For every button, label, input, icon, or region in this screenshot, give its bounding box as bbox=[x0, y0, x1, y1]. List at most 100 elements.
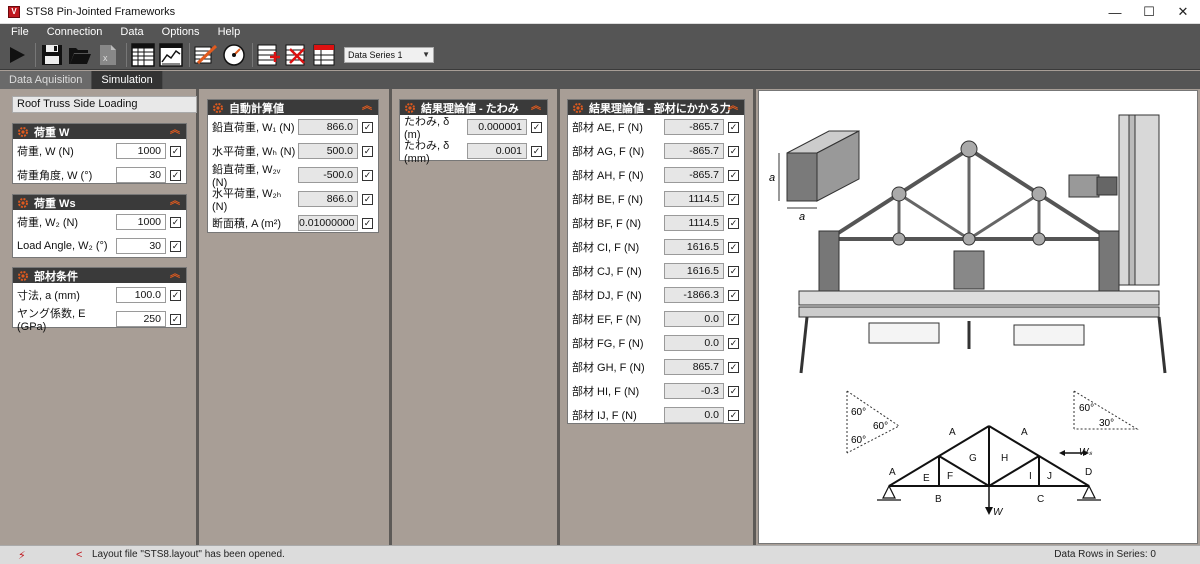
param-checkbox[interactable]: ✓ bbox=[362, 169, 373, 181]
load-ws-input[interactable]: 1000 bbox=[116, 214, 166, 230]
result-value: 866.0 bbox=[298, 191, 358, 207]
app-logo-icon: V bbox=[8, 5, 20, 18]
param-label: 部材 AH, F (N) bbox=[572, 170, 644, 182]
clear-table-button[interactable] bbox=[312, 42, 338, 68]
maximize-button[interactable]: ☐ bbox=[1143, 4, 1155, 19]
result-value: -500.0 bbox=[298, 167, 358, 183]
param-checkbox[interactable]: ✓ bbox=[728, 265, 739, 277]
param-checkbox[interactable]: ✓ bbox=[362, 145, 373, 157]
open-button[interactable] bbox=[67, 42, 93, 68]
chevron-up-icon[interactable]: ︽ bbox=[362, 101, 372, 112]
param-label: 部材 FG, F (N) bbox=[572, 338, 644, 350]
case-name-field[interactable]: Roof Truss Side Loading bbox=[12, 96, 197, 113]
table-view-button[interactable] bbox=[130, 42, 156, 68]
result-value: -865.7 bbox=[664, 143, 724, 159]
play-button[interactable] bbox=[4, 42, 30, 68]
region-label: H bbox=[1001, 453, 1008, 464]
toolbar-separator bbox=[189, 42, 190, 67]
param-checkbox[interactable]: ✓ bbox=[728, 313, 739, 325]
delete-row-button[interactable] bbox=[284, 42, 310, 68]
simulation-content: Roof Truss Side Loading 荷重 W ︽ 荷重, W (N)… bbox=[0, 89, 1200, 545]
schematic-labels: A A A D E F G H I J B C W Wₛ bbox=[889, 427, 1092, 518]
region-label: G bbox=[969, 453, 977, 464]
param-checkbox[interactable]: ✓ bbox=[362, 121, 373, 133]
param-checkbox[interactable]: ✓ bbox=[728, 289, 739, 301]
graph-view-button[interactable] bbox=[158, 42, 184, 68]
force-row: 部材 FG, F (N)0.0✓ bbox=[568, 331, 744, 355]
param-label: 寸法, a (mm) bbox=[17, 290, 80, 302]
param-checkbox[interactable]: ✓ bbox=[170, 313, 181, 325]
param-checkbox[interactable]: ✓ bbox=[728, 193, 739, 205]
param-checkbox[interactable]: ✓ bbox=[728, 145, 739, 157]
panel-header[interactable]: 部材条件 ︽ bbox=[13, 268, 186, 283]
panel-header[interactable]: 自動計算値 ︽ bbox=[208, 100, 378, 115]
load-angle-input[interactable]: 30 bbox=[116, 167, 166, 183]
chevron-up-icon[interactable]: ︽ bbox=[728, 101, 738, 112]
youngs-modulus-input[interactable]: 250 bbox=[116, 311, 166, 327]
column-divider bbox=[389, 89, 392, 545]
param-checkbox[interactable]: ✓ bbox=[728, 385, 739, 397]
load-ws-angle-input[interactable]: 30 bbox=[116, 238, 166, 254]
chevron-up-icon[interactable]: ︽ bbox=[170, 125, 180, 136]
param-checkbox[interactable]: ✓ bbox=[170, 145, 181, 157]
menu-connection[interactable]: Connection bbox=[46, 26, 103, 38]
menu-help[interactable]: Help bbox=[217, 26, 241, 38]
menu-data[interactable]: Data bbox=[120, 26, 144, 38]
param-checkbox[interactable]: ✓ bbox=[728, 121, 739, 133]
param-checkbox[interactable]: ✓ bbox=[728, 241, 739, 253]
tab-data-acquisition[interactable]: Data Aquisition bbox=[0, 71, 93, 89]
panel-header[interactable]: 結果理論値 - 部材にかかる力 ︽ bbox=[568, 100, 744, 115]
gear-icon bbox=[18, 270, 28, 281]
menu-bar: File Connection Data Options Help bbox=[0, 24, 1200, 40]
load-w-input[interactable]: 1000 bbox=[116, 143, 166, 159]
toolbar-separator bbox=[252, 42, 253, 67]
param-label: ヤング係数, E (GPa) bbox=[17, 308, 86, 333]
column-divider bbox=[196, 89, 199, 545]
param-checkbox[interactable]: ✓ bbox=[728, 361, 739, 373]
param-checkbox[interactable]: ✓ bbox=[170, 240, 181, 252]
save-button[interactable] bbox=[39, 42, 65, 68]
result-value: -865.7 bbox=[664, 167, 724, 183]
export-excel-button[interactable]: x bbox=[95, 42, 121, 68]
chevron-up-icon[interactable]: ︽ bbox=[170, 196, 180, 207]
param-label: たわみ, δ (m) bbox=[404, 116, 450, 141]
region-label: E bbox=[923, 473, 930, 484]
region-label: B bbox=[935, 494, 942, 505]
calibrate-button[interactable] bbox=[193, 42, 219, 68]
param-checkbox[interactable]: ✓ bbox=[728, 337, 739, 349]
param-checkbox[interactable]: ✓ bbox=[531, 121, 542, 133]
add-row-button[interactable] bbox=[256, 42, 282, 68]
data-series-value: Data Series 1 bbox=[348, 49, 403, 60]
panel-header[interactable]: 荷重 Ws ︽ bbox=[13, 195, 186, 210]
param-checkbox[interactable]: ✓ bbox=[362, 193, 373, 205]
panel-header[interactable]: 荷重 W ︽ bbox=[13, 124, 186, 139]
data-series-select[interactable]: Data Series 1 ▼ bbox=[344, 46, 434, 63]
usb-connection-icon: ⚡ bbox=[18, 550, 26, 562]
result-value: 0.01000000 bbox=[298, 215, 358, 231]
tab-simulation[interactable]: Simulation bbox=[92, 71, 163, 89]
param-checkbox[interactable]: ✓ bbox=[728, 217, 739, 229]
dimension-a-input[interactable]: 100.0 bbox=[116, 287, 166, 303]
zero-gauge-button[interactable] bbox=[221, 42, 247, 68]
force-row: 部材 HI, F (N)-0.3✓ bbox=[568, 379, 744, 403]
chevron-up-icon[interactable]: ︽ bbox=[170, 269, 180, 280]
menu-file[interactable]: File bbox=[11, 26, 29, 38]
param-checkbox[interactable]: ✓ bbox=[728, 169, 739, 181]
panel-header[interactable]: 結果理論値 - たわみ ︽ bbox=[400, 100, 547, 115]
region-label: A bbox=[1021, 427, 1028, 438]
menu-options[interactable]: Options bbox=[161, 26, 200, 38]
close-button[interactable]: ✕ bbox=[1177, 4, 1189, 19]
param-checkbox[interactable]: ✓ bbox=[170, 169, 181, 181]
svg-text:x: x bbox=[103, 53, 108, 63]
param-label: 荷重, W (N) bbox=[17, 146, 74, 158]
param-row: 水平荷重, W₂ₕ (N) 866.0 ✓ bbox=[208, 187, 378, 213]
title-bar: V STS8 Pin-Jointed Frameworks — ☐ ✕ bbox=[0, 0, 1200, 24]
chevron-up-icon[interactable]: ︽ bbox=[531, 101, 541, 112]
param-label: 荷重, W₂ (N) bbox=[17, 217, 79, 229]
param-checkbox[interactable]: ✓ bbox=[170, 216, 181, 228]
param-checkbox[interactable]: ✓ bbox=[728, 409, 739, 421]
minimize-button[interactable]: — bbox=[1108, 4, 1122, 20]
param-checkbox[interactable]: ✓ bbox=[170, 289, 181, 301]
param-checkbox[interactable]: ✓ bbox=[362, 217, 373, 229]
param-checkbox[interactable]: ✓ bbox=[531, 145, 542, 157]
